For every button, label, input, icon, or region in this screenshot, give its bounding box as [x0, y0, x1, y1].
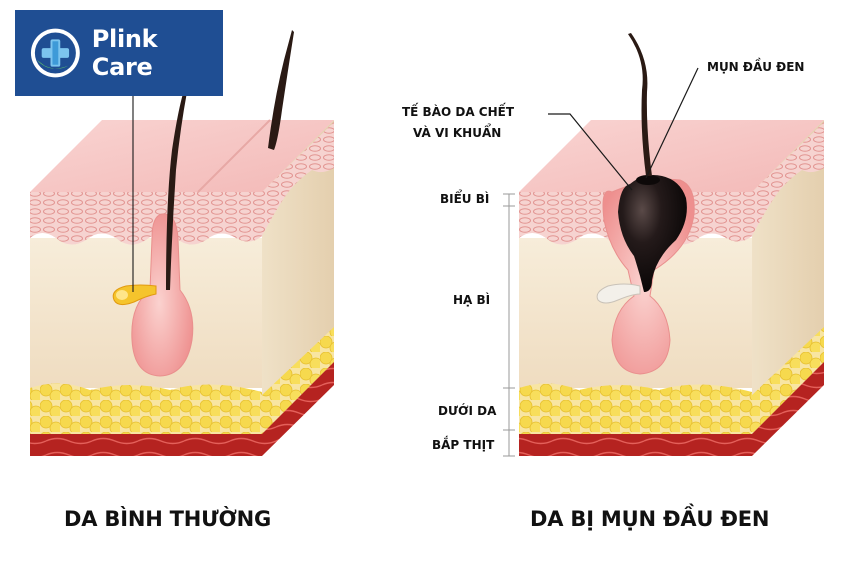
normal-skin-crease	[197, 119, 271, 193]
normal-skin-fat	[30, 383, 262, 434]
blackhead-skin-side-fat	[752, 327, 824, 434]
blackhead-opening	[636, 175, 660, 185]
plink-care-logo-icon	[30, 28, 80, 78]
sebum-drop	[116, 290, 128, 300]
normal-follicle	[131, 213, 194, 377]
blackhead-skin-block	[503, 33, 824, 457]
label-dead-cells-line2: VÀ VI KHUẨN	[413, 126, 502, 140]
normal-skin-side-fat	[262, 327, 334, 434]
clogged-gland	[596, 283, 641, 304]
blackhead-skin-muscle	[519, 434, 752, 456]
normal-skin-muscle	[30, 434, 262, 456]
normal-skin-epidermis	[30, 192, 262, 245]
blackhead-skin-fat	[519, 383, 752, 434]
label-subcutis: DƯỚI DA	[438, 404, 497, 418]
label-dead-cells-line1: TẾ BÀO DA CHẾT	[402, 105, 515, 119]
blackhead-callout-line	[645, 67, 699, 179]
normal-skin-side-muscle	[262, 362, 334, 456]
surface-hair	[268, 30, 294, 150]
blackhead-skin-surface	[519, 120, 824, 192]
brand-name: Plink Care	[91, 25, 158, 81]
dead-cells-callout-line	[548, 113, 633, 191]
blackhead-skin-side-muscle	[752, 362, 824, 456]
caption-blackhead-skin: DA BỊ MỤN ĐẦU ĐEN	[530, 507, 770, 531]
normal-skin-surface	[30, 120, 334, 192]
layer-bracket	[503, 193, 515, 457]
blackhead-hair	[628, 33, 652, 176]
blackhead-skin-epidermis-side	[752, 122, 824, 236]
brand-logo: Plink Care	[15, 10, 223, 96]
normal-hair-shaft	[166, 90, 187, 290]
label-epidermis: BIỂU BÌ	[440, 192, 490, 206]
label-dermis: HẠ BÌ	[453, 293, 491, 307]
caption-normal-skin: DA BÌNH THƯỜNG	[64, 507, 272, 531]
label-blackhead: MỤN ĐẦU ĐEN	[707, 60, 805, 74]
label-muscle: BẮP THỊT	[432, 438, 495, 452]
normal-skin-block	[30, 30, 334, 456]
normal-skin-epidermis-side	[262, 122, 334, 236]
blackhead-plug	[618, 175, 687, 292]
